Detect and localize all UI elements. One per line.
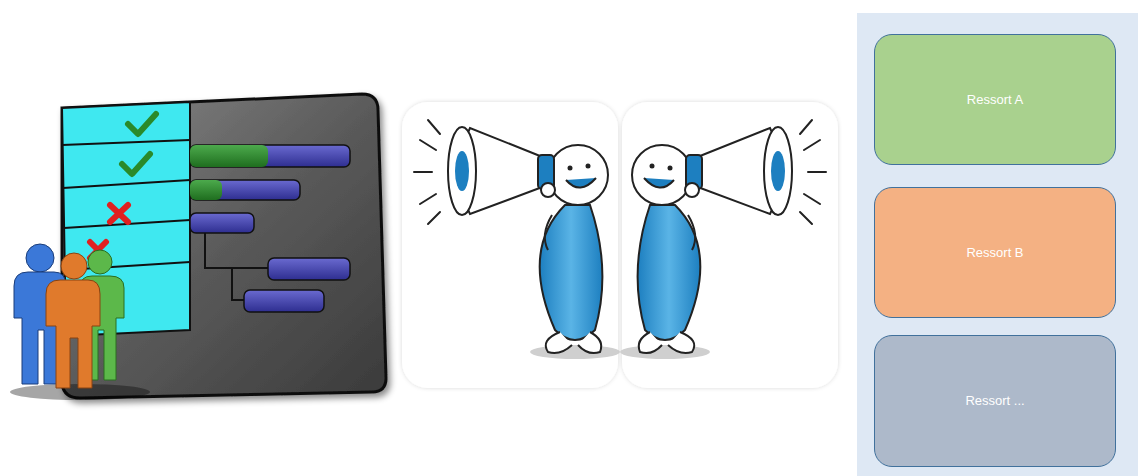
box-label: Ressort A: [959, 88, 1031, 112]
gantt-icon: [62, 94, 386, 398]
process-box: Ressort B: [874, 187, 1116, 318]
process-box: Ressort A: [874, 34, 1116, 165]
box-label: Ressort ...: [957, 389, 1032, 413]
box-label: Ressort B: [958, 241, 1031, 265]
megaphone-figures: [402, 102, 838, 388]
people-icon: [10, 244, 150, 400]
panel: [857, 13, 1138, 476]
process-box: Ressort ...: [874, 335, 1116, 467]
